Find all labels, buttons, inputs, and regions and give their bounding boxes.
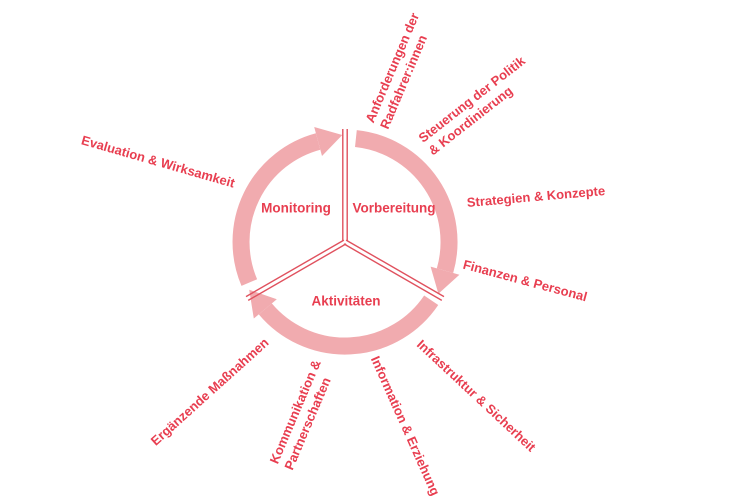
arrow-down-right-icon — [430, 266, 460, 294]
arrow-right-icon — [314, 127, 343, 156]
segment-label-aktivitaeten: Aktivitäten — [311, 293, 381, 309]
divider-down-left — [247, 243, 347, 302]
divider-down-right — [345, 239, 445, 298]
ring-arrows — [249, 127, 460, 319]
ring-arcs — [232, 130, 458, 355]
arc-monitoring — [232, 133, 321, 286]
arrow-up-left-icon — [249, 289, 277, 319]
divider-down-right — [343, 243, 443, 302]
divider-down-left — [245, 239, 345, 298]
divider-wedges — [245, 129, 445, 302]
segment-label-vorbereitung: Vorbereitung — [352, 200, 436, 216]
segment-label-monitoring: Monitoring — [261, 200, 331, 216]
arc-vorbereitung — [354, 130, 458, 274]
arc-aktivitaeten — [258, 295, 439, 355]
